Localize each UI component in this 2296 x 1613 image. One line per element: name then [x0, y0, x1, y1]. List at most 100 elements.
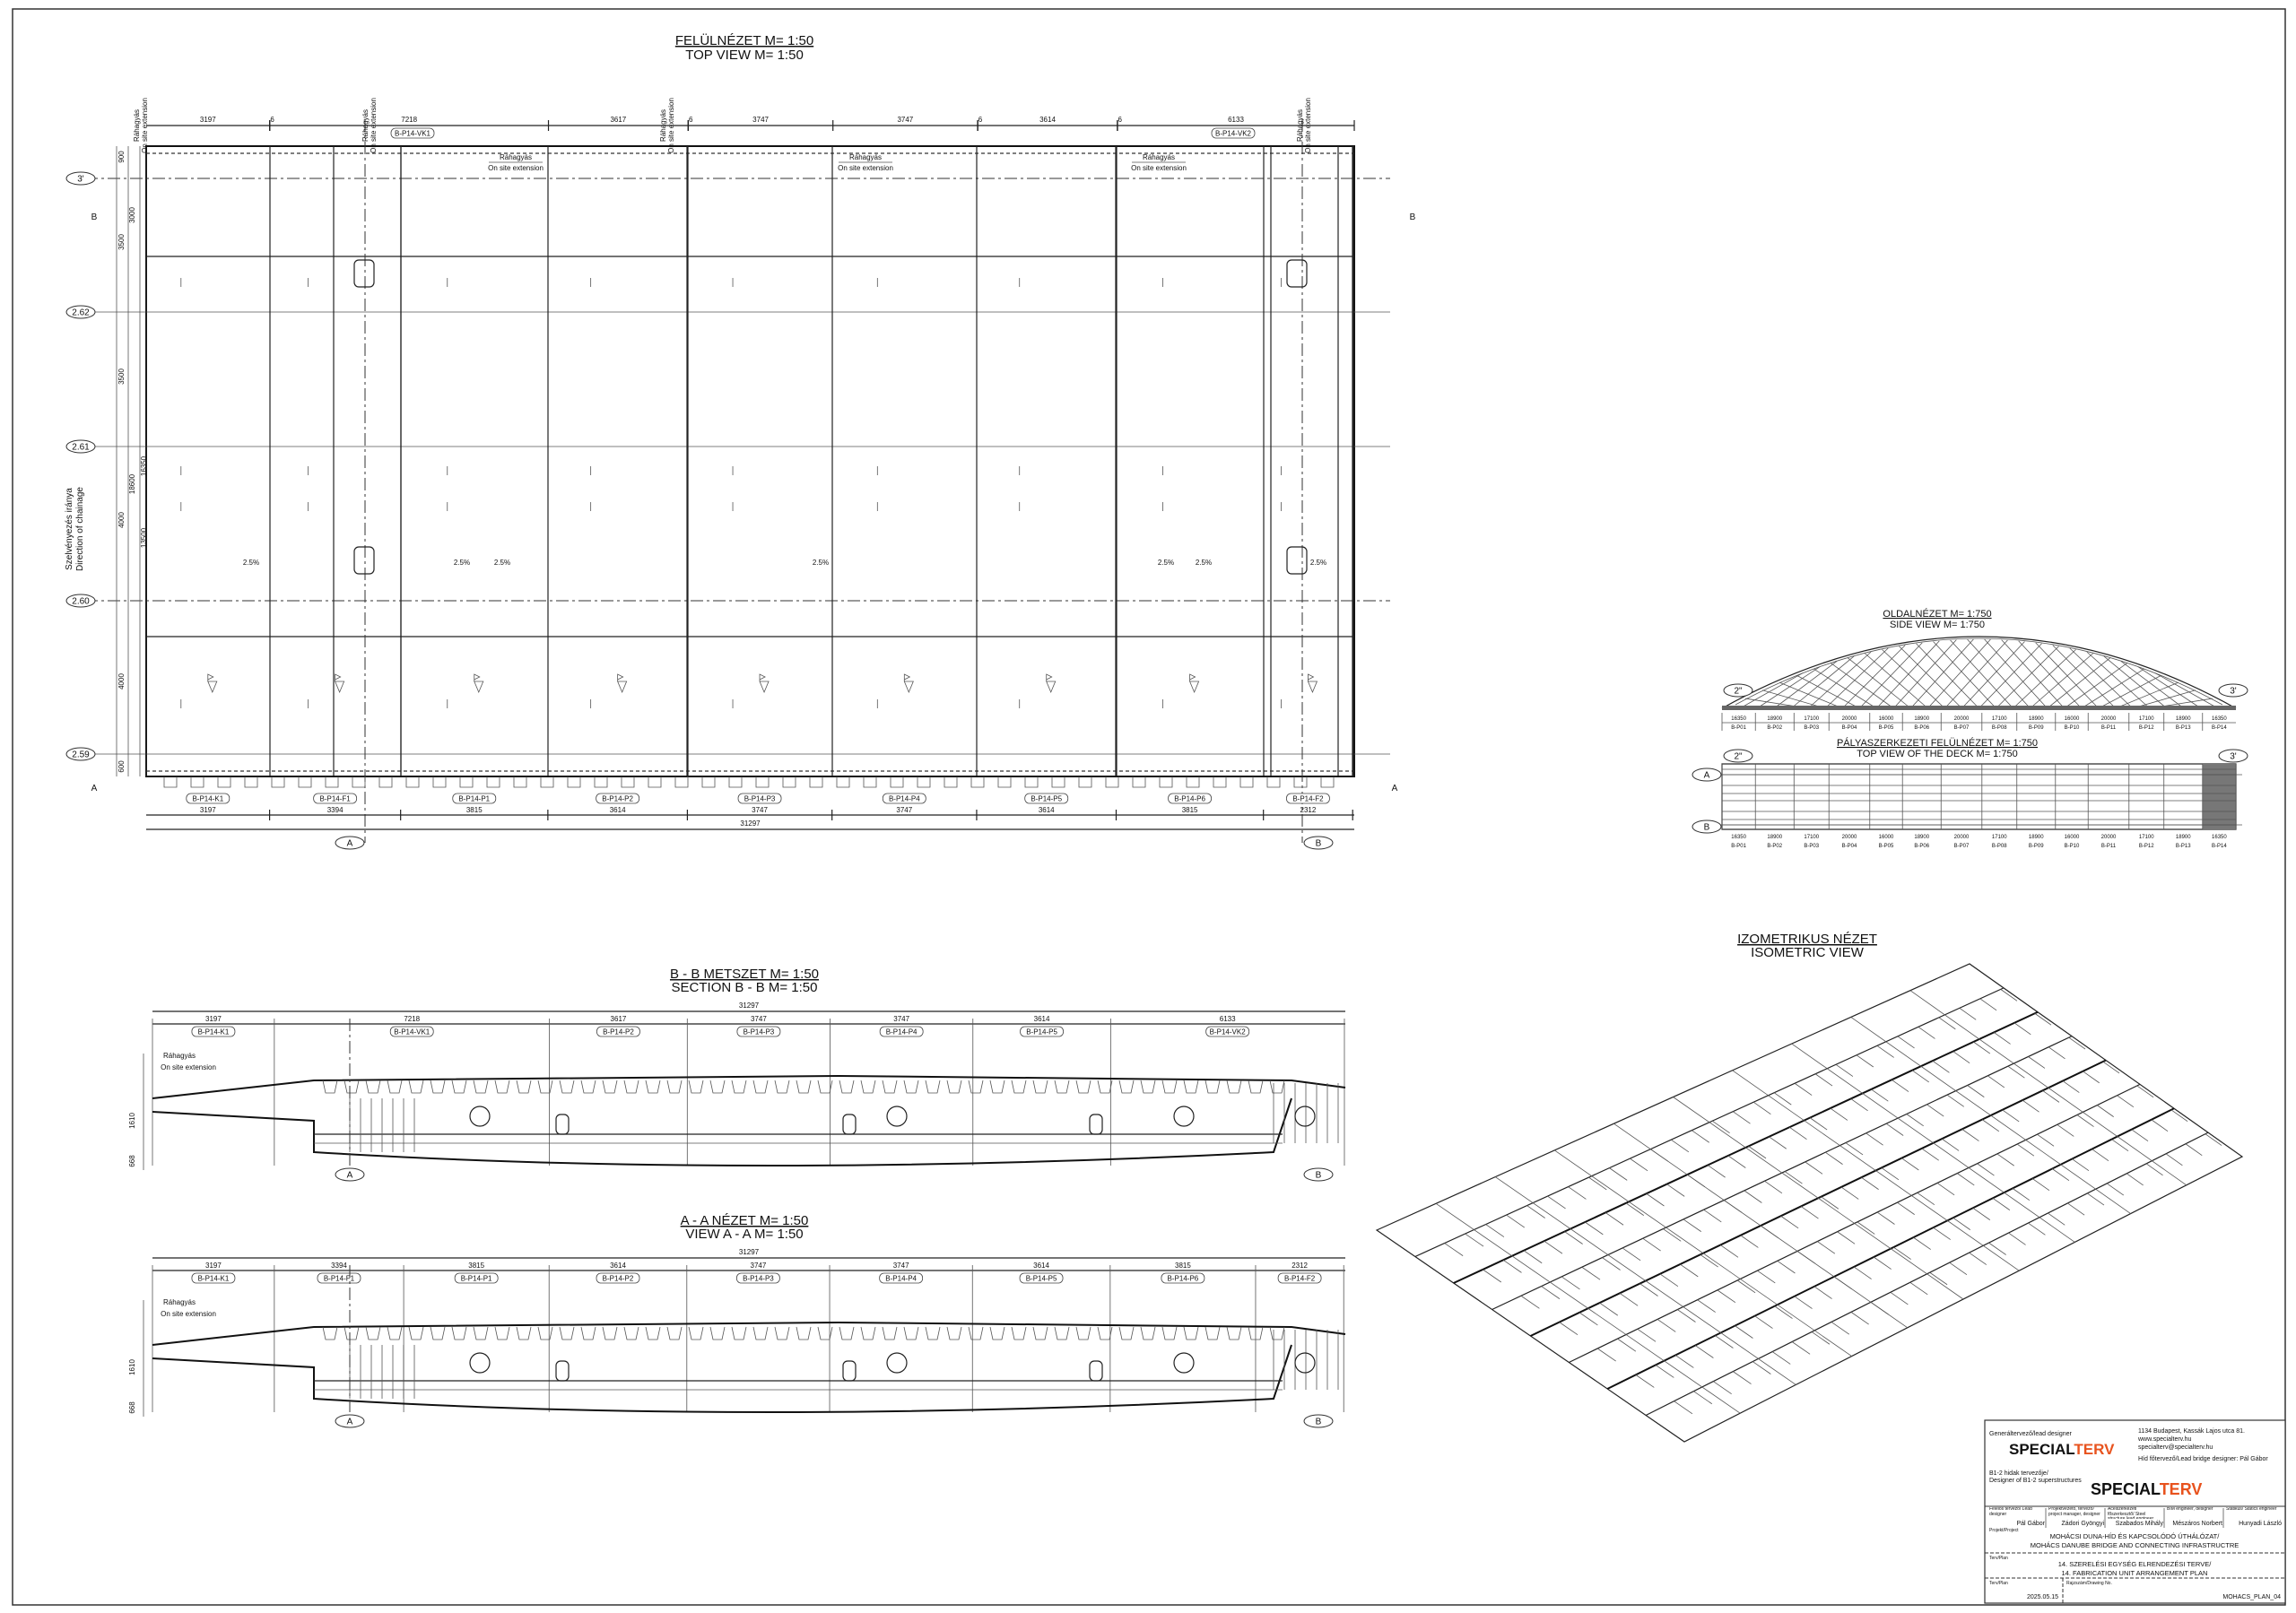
- trough-rib: [387, 1326, 403, 1340]
- trough-rib: [432, 776, 447, 788]
- isometric-rib: [1901, 1158, 1919, 1171]
- part-tag-frame: [186, 793, 230, 804]
- dimension-value: 3500: [117, 234, 126, 250]
- segment-label: B-P04: [1842, 725, 1857, 731]
- isometric-rib: [1502, 1259, 1522, 1273]
- part-tag-vk2: B-P14-VK2: [1215, 130, 1252, 138]
- trough-rib: [903, 1326, 919, 1340]
- axis-bubble: [1692, 767, 1722, 782]
- isometric-rib: [2048, 1046, 2066, 1060]
- dimension-value: 3197: [205, 1262, 222, 1270]
- isometric-rib: [1992, 1198, 2011, 1210]
- chainage-hu: Szelvényezés iránya: [65, 488, 74, 570]
- weld-symbol-icon: [207, 673, 218, 694]
- hanger-cable: [1984, 638, 2048, 709]
- segment-length: 17100: [1804, 835, 1819, 840]
- isometric-rib: [1856, 1054, 1874, 1068]
- left-dimension: 4000: [117, 512, 126, 528]
- part-tag-bottom: B-P14-K1: [192, 795, 223, 803]
- segment-length: 20000: [2101, 716, 2117, 722]
- isometric-rib: [2067, 1202, 2085, 1216]
- plan-hu: 14. SZERELÉSI EGYSÉG ELRENDEZÉSI TERVE/: [2058, 1560, 2213, 1568]
- trough-rib: [1226, 1326, 1242, 1340]
- trough-rib: [882, 1080, 898, 1094]
- part-tag-frame: [1168, 793, 1212, 804]
- trough-rib: [163, 776, 178, 788]
- isometric-rib: [1814, 1073, 1833, 1087]
- isometric-rib: [1659, 1273, 1679, 1288]
- hanger-cable: [1910, 638, 1974, 709]
- isometric-rib: [2205, 1133, 2222, 1146]
- trough-rib: [594, 776, 608, 788]
- trough-rib: [365, 1080, 381, 1094]
- trough-rib: [1011, 1080, 1027, 1094]
- website-link[interactable]: www.specialterv.hu: [2137, 1436, 2192, 1443]
- extension-note-hu: Ráhagyás: [849, 153, 882, 161]
- trough-rib: [473, 1326, 489, 1340]
- part-tag-frame: [191, 1026, 236, 1037]
- isometric-rib: [1805, 1161, 1823, 1175]
- segment-label: B-P06: [1914, 725, 1929, 731]
- dimension-value: 6133: [1220, 1015, 1236, 1023]
- isometric-rib: [1646, 1192, 1665, 1207]
- slope-label: 2.5%: [494, 559, 510, 567]
- left-dimension: 3500: [117, 369, 126, 385]
- trough-rib: [459, 776, 474, 788]
- axis-bubble-label: 2.62: [72, 308, 90, 318]
- isometric-rib: [1568, 1186, 1587, 1200]
- hanger-cable: [2018, 640, 2083, 709]
- isometric-rib: [1885, 1123, 1904, 1136]
- axis-bubble: [335, 1414, 365, 1428]
- isometric-rib: [1794, 1296, 1813, 1309]
- trough-rib: [1293, 776, 1308, 788]
- trough-rib: [1105, 776, 1119, 788]
- side-view-title-hu: OLDALNÉZET M= 1:750: [1883, 608, 1991, 620]
- email-link[interactable]: specialterv@specialterv.hu: [2138, 1444, 2213, 1451]
- section-b-b: B - B METSZET M= 1:50 SECTION B - B M= 1…: [128, 967, 1346, 1182]
- section-mark-b-left: B: [91, 212, 98, 222]
- isometric-rib: [1735, 1325, 1753, 1339]
- end-mark: 3': [2230, 687, 2237, 697]
- isometric-rib: [1840, 1186, 1859, 1200]
- trough-rib: [1205, 1326, 1221, 1340]
- isometric-rib: [1736, 1279, 1756, 1294]
- trough-rib: [540, 776, 554, 788]
- part-tag: B-P14-P3: [744, 1028, 775, 1036]
- isometric-rib: [1692, 1130, 1709, 1143]
- hole-opening: [1294, 1352, 1316, 1374]
- dimension-value: 6: [1118, 116, 1123, 124]
- trough-rib: [1269, 1080, 1285, 1094]
- isometric-rib: [2145, 1163, 2163, 1176]
- trough-rib: [298, 776, 312, 788]
- part-tag-frame: [737, 793, 782, 804]
- dimension-value: 18600: [128, 473, 136, 494]
- part-tag: B-P14-P2: [603, 1028, 634, 1036]
- hanger-cable: [2120, 661, 2185, 709]
- trough-rib: [782, 776, 796, 788]
- slope-label: 2.5%: [454, 559, 470, 567]
- dimension-value: 3614: [1039, 806, 1055, 814]
- part-tag: B-P14-VK2: [1210, 1028, 1247, 1036]
- isometric-rib: [2126, 1173, 2144, 1186]
- trough-rib: [580, 1326, 596, 1340]
- trough-rib: [190, 776, 204, 788]
- trough-rib: [494, 1326, 510, 1340]
- section-bb-title-en: SECTION B - B M= 1:50: [672, 980, 818, 995]
- height-value: 1610: [128, 1113, 136, 1129]
- isometric-rib: [1674, 1401, 1693, 1415]
- dimension-value: 3500: [117, 369, 126, 385]
- isometric-rib: [2031, 1178, 2050, 1191]
- isometric-rib: [1581, 1266, 1601, 1280]
- trough-rib: [728, 776, 743, 788]
- isometric-rib: [1773, 1092, 1792, 1106]
- isometric-rib: [1683, 1218, 1701, 1232]
- dimension-value: 3815: [1182, 806, 1198, 814]
- part-tag-bottom: B-P14-P1: [458, 795, 490, 803]
- manhole-opening: [1089, 1114, 1103, 1135]
- segment-length: 16350: [2212, 835, 2227, 840]
- trough-rib: [752, 1080, 769, 1094]
- isometric-rib: [2068, 1036, 2086, 1050]
- trough-rib: [970, 776, 985, 788]
- trough-rib: [473, 1080, 489, 1094]
